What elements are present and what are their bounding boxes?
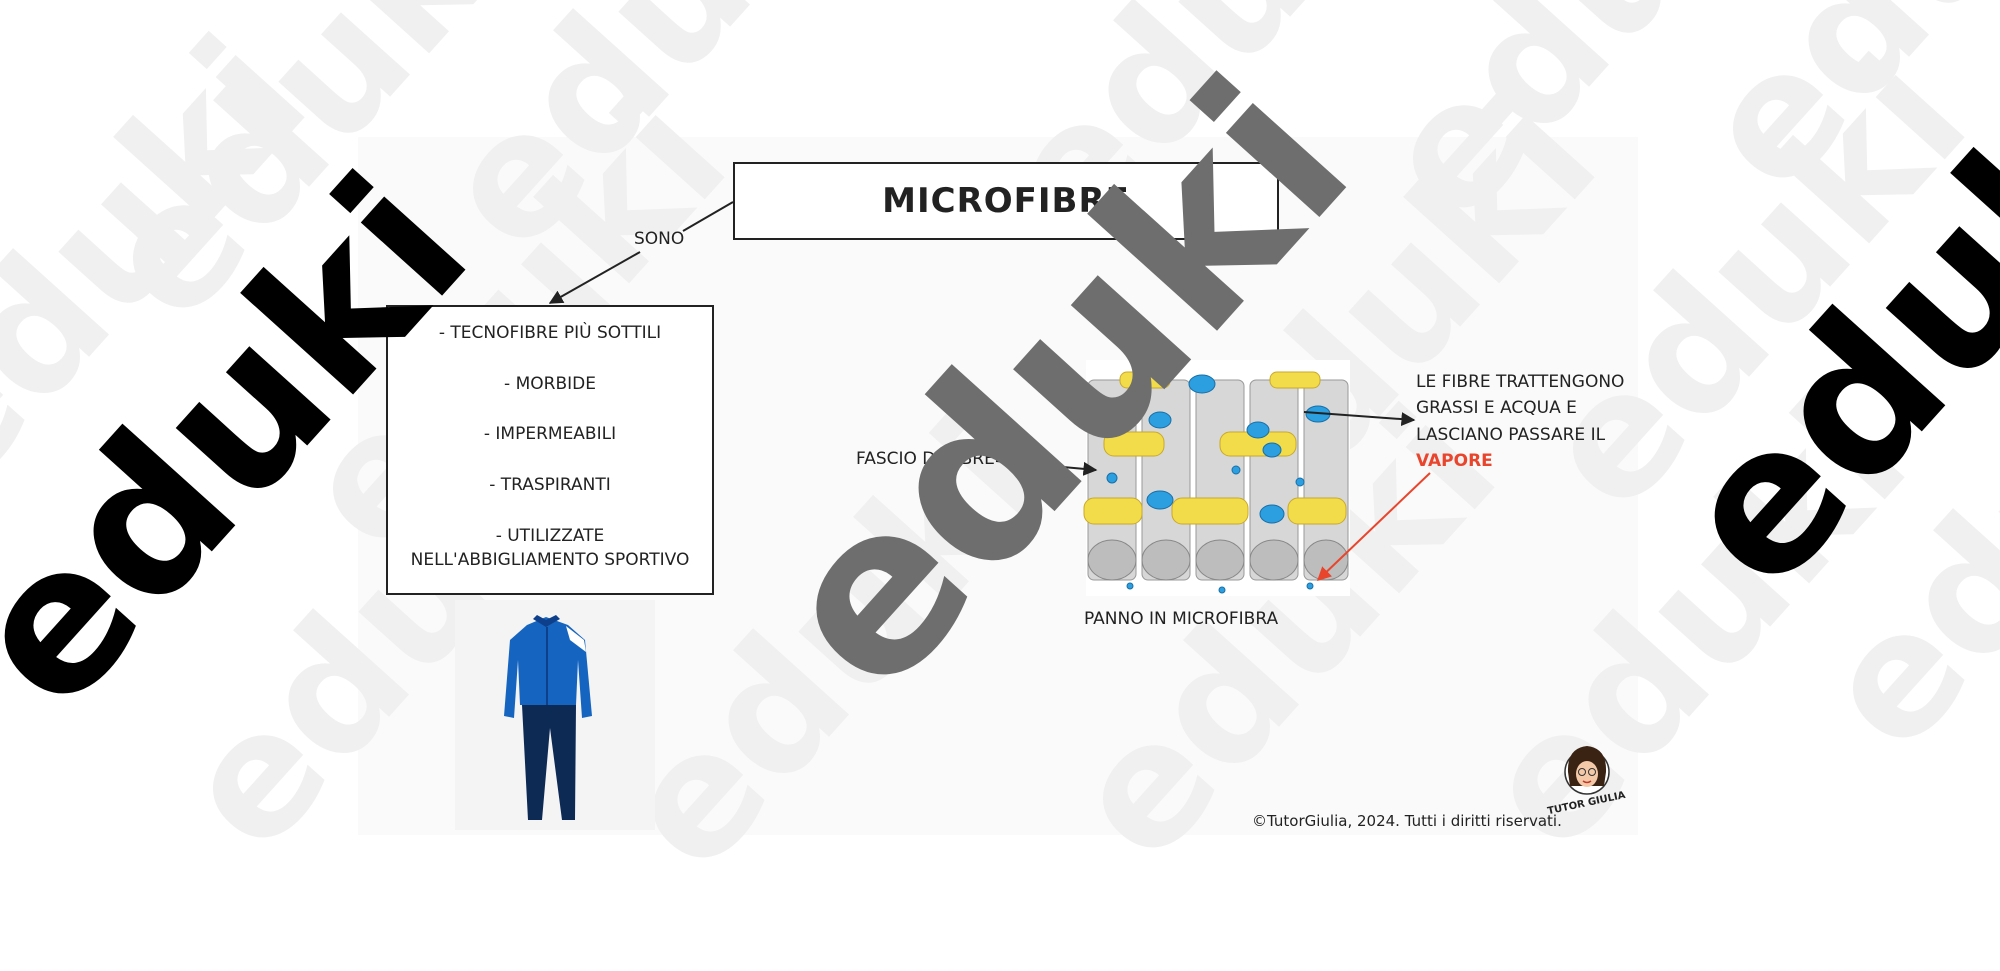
water-droplets: [1106, 374, 1331, 594]
diagram-title: MICROFIBRE: [882, 181, 1130, 221]
pants: [522, 705, 576, 820]
copyright-text: ©TutorGiulia, 2024. Tutti i diritti rise…: [1252, 812, 1562, 830]
jacket-collar: [533, 615, 560, 627]
fibre-note: LE FIBRE TRATTENGONO GRASSI E ACQUA E LA…: [1416, 369, 1646, 474]
watermark-black-right: eduki: [1633, 13, 2000, 632]
jacket-shoulder-stripe: [566, 626, 586, 652]
fibre-cylinders: [1087, 379, 1349, 581]
title-box: MICROFIBRE: [733, 162, 1279, 240]
fibre-note-text: LE FIBRE TRATTENGONO GRASSI E ACQUA E LA…: [1416, 372, 1625, 445]
property-item: - TECNOFIBRE PIÙ SOTTILI: [438, 323, 662, 343]
property-item: - IMPERMEABILI: [483, 424, 617, 445]
microfibre-cloth-image: [1083, 360, 1350, 596]
fibre-note-arrow: [1303, 411, 1416, 427]
fibre-bundle-label: FASCIO DI FIBRE: [856, 449, 995, 469]
fibre-note-accent: VAPORE: [1416, 451, 1493, 472]
properties-box: - TECNOFIBRE PIÙ SOTTILI - MORBIDE - IMP…: [386, 305, 714, 595]
cloth-caption: PANNO IN MICROFIBRA: [1084, 609, 1279, 629]
connector-line: [682, 201, 734, 232]
watermark-black-left: eduki: [0, 133, 512, 752]
connector-label: SONO: [634, 229, 685, 249]
property-item: - MORBIDE: [504, 373, 596, 394]
tracksuit-image: [455, 600, 655, 830]
connector-arrow: [548, 251, 641, 304]
property-item: - UTILIZZATE NELL'ABBIGLIAMENTO SPORTIVO: [410, 525, 690, 571]
fibre-bundle-arrow: [995, 460, 1098, 476]
property-item: - TRASPIRANTI: [489, 474, 611, 495]
vapore-arrow: [1316, 472, 1431, 581]
fibre-ends: [1087, 539, 1349, 581]
watermark-grey-center: eduki: [722, 31, 1400, 742]
